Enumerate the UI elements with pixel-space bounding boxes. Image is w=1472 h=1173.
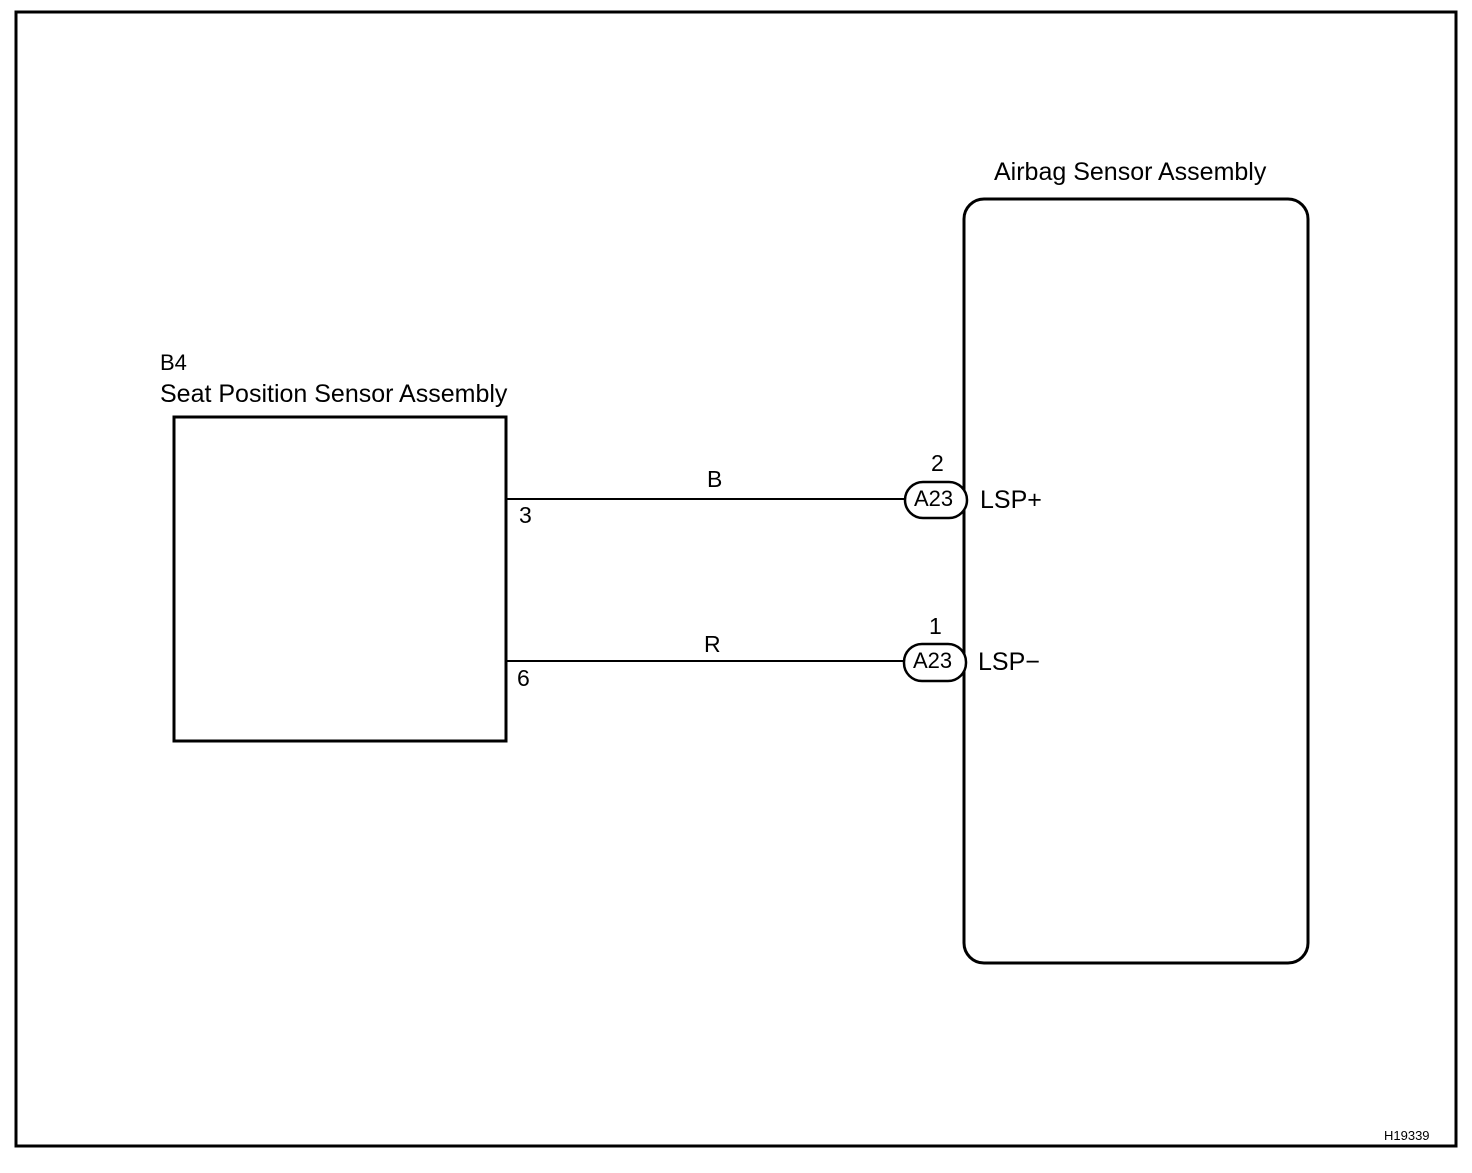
airbag-sensor-title: Airbag Sensor Assembly bbox=[994, 158, 1267, 186]
connector-a23-pin2 bbox=[903, 480, 969, 520]
seat-sensor-pin-3: 3 bbox=[519, 502, 532, 528]
wire-r-color-label: R bbox=[704, 631, 721, 657]
wire-b-color-label: B bbox=[707, 466, 723, 492]
figure-id: H19339 bbox=[1384, 1128, 1430, 1143]
seat-sensor-code: B4 bbox=[160, 350, 187, 375]
connector-a23-pin1 bbox=[902, 642, 968, 683]
signal-lsp-plus: LSP+ bbox=[980, 486, 1042, 514]
airbag-pin-2: 2 bbox=[931, 450, 944, 476]
airbag-sensor-box bbox=[962, 197, 1310, 965]
diagram-frame bbox=[14, 10, 1458, 1148]
connector-a23-label-pin2: A23 bbox=[914, 486, 954, 511]
airbag-pin-1: 1 bbox=[929, 613, 942, 639]
signal-lsp-minus: LSP− bbox=[978, 648, 1040, 676]
seat-position-sensor-box bbox=[172, 415, 508, 743]
seat-sensor-pin-6: 6 bbox=[517, 665, 530, 691]
connector-a23-label-pin1: A23 bbox=[913, 648, 953, 673]
seat-sensor-title: Seat Position Sensor Assembly bbox=[160, 380, 508, 408]
